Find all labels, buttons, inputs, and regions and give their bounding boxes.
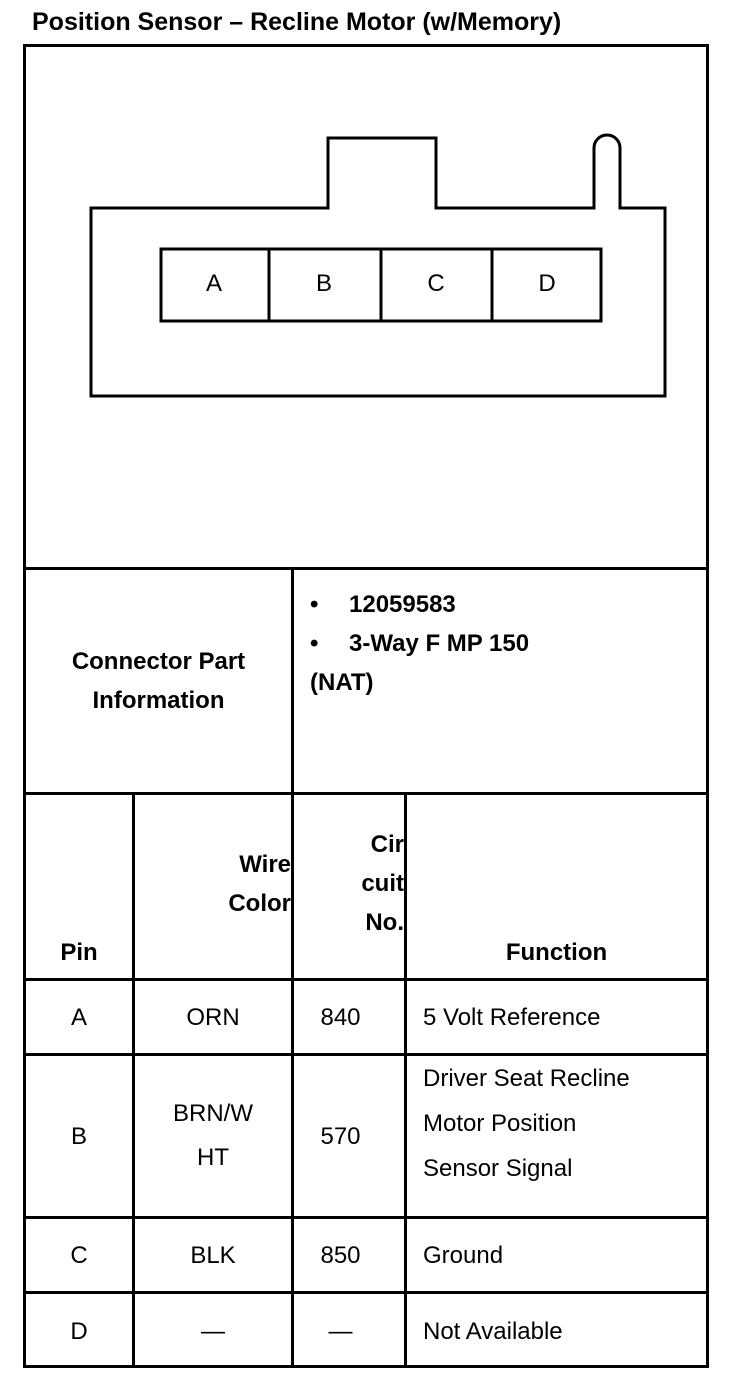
table-cell-circuit: 850 [320, 1241, 361, 1269]
table-cell-pin: A [70, 1003, 87, 1031]
table-cell-function: Driver Seat Recline Motor Position Senso… [407, 1056, 706, 1216]
divider [23, 1291, 709, 1294]
table-cell-circuit: — [328, 1317, 353, 1345]
header-function: Function [505, 939, 608, 966]
table-cell-circuit: 570 [320, 1122, 361, 1150]
part-info-item: • 3-Way F MP 150 [310, 624, 700, 663]
header-line: Cir [370, 831, 404, 858]
header-line: Wire [239, 850, 291, 878]
wire-color-line: BRN/W [173, 1100, 253, 1127]
part-info-label-line: Information [92, 687, 225, 714]
table-cell-function: Not Available [423, 1317, 563, 1345]
bullet-icon: • [310, 591, 319, 618]
wire-color-line: HT [197, 1144, 229, 1171]
header-line: cuit [361, 870, 404, 897]
divider [291, 567, 294, 1367]
table-cell-wire-color: BRN/W HT [135, 1056, 291, 1216]
connector-pin-c-label: C [427, 270, 445, 297]
connector-diagram [89, 133, 667, 398]
header-line: No. [365, 909, 404, 936]
connector-pin-a-label: A [205, 270, 222, 297]
connector-description-continuation: (NAT) [310, 669, 374, 696]
header-pin: Pin [60, 939, 98, 966]
part-number: 12059583 [349, 591, 456, 618]
bullet-icon: • [310, 630, 319, 657]
document-frame [23, 44, 709, 1368]
divider [132, 792, 135, 1367]
divider [23, 792, 709, 795]
divider [404, 792, 407, 1367]
part-info-label-line: Connector Part [71, 648, 246, 675]
table-cell-circuit: 840 [320, 1003, 361, 1031]
connector-body-outline [89, 133, 667, 398]
connector-pin-b-label: B [315, 270, 332, 297]
table-cell-wire-color: BLK [190, 1241, 236, 1269]
header-circuit-no: Cir cuit No. [294, 795, 404, 978]
divider [23, 1053, 709, 1056]
function-line: Motor Position [423, 1110, 577, 1137]
header-wire-color: Wire Color [135, 795, 291, 978]
table-cell-function: 5 Volt Reference [423, 1003, 601, 1031]
part-info-item: • 12059583 [310, 585, 700, 624]
page-title: Position Sensor – Recline Motor (w/Memor… [32, 8, 562, 36]
connector-pin-d-label: D [538, 270, 556, 297]
part-info-label: Connector Part Information [26, 570, 291, 792]
connector-description: 3-Way F MP 150 [349, 630, 530, 657]
table-cell-pin: C [70, 1241, 88, 1269]
function-line: Driver Seat Recline [423, 1065, 630, 1092]
header-line: Color [228, 889, 291, 917]
table-cell-wire-color: — [201, 1317, 225, 1345]
part-info-values: • 12059583 • 3-Way F MP 150 (NAT) [310, 585, 700, 702]
divider [23, 1216, 709, 1219]
divider [23, 978, 709, 981]
function-line: Sensor Signal [423, 1155, 573, 1182]
table-cell-function: Ground [423, 1241, 504, 1269]
table-cell-pin: B [70, 1122, 87, 1150]
table-cell-wire-color: ORN [186, 1003, 240, 1031]
divider [23, 567, 709, 570]
table-cell-pin: D [70, 1317, 88, 1345]
